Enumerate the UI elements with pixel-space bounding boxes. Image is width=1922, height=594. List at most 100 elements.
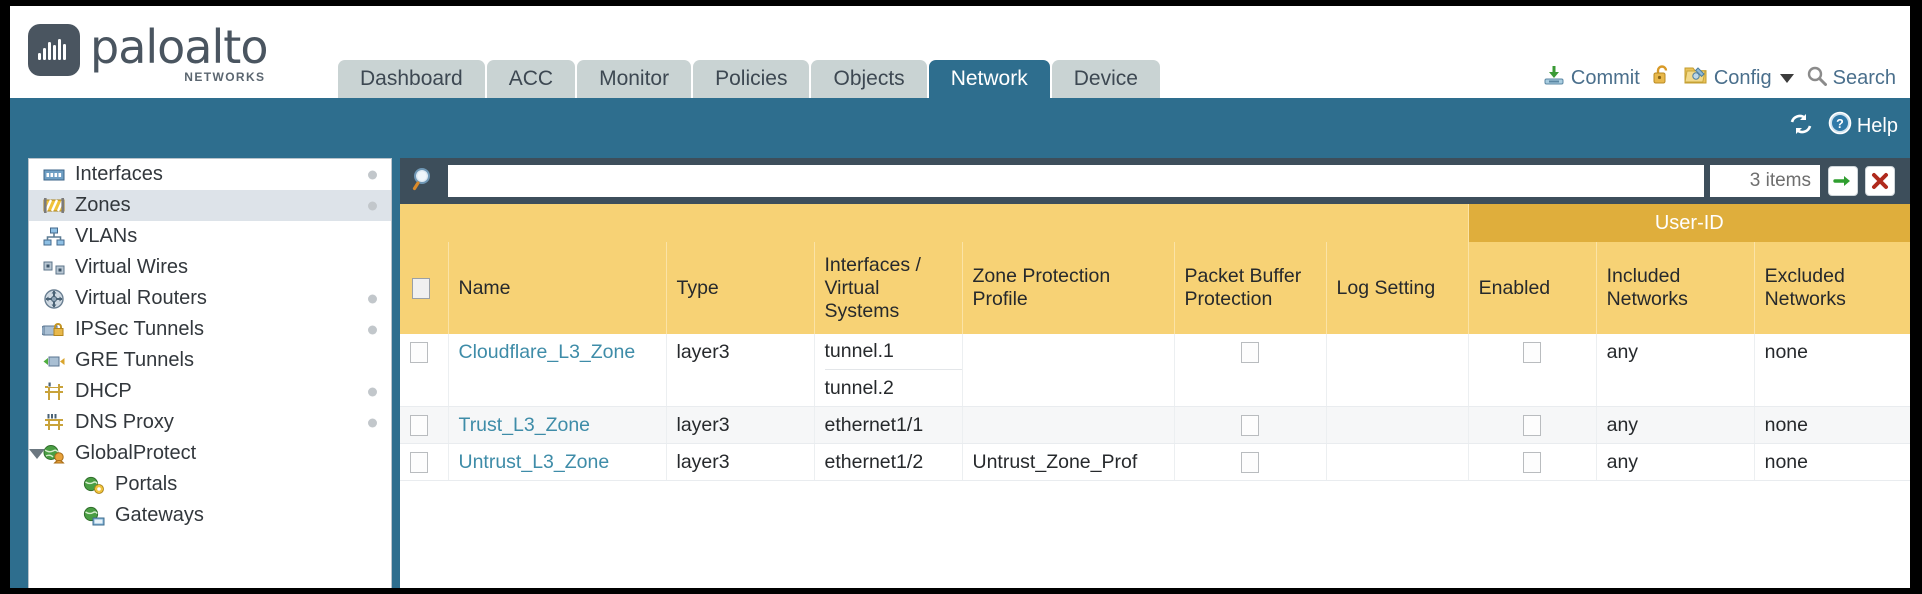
- column-header-log: Log Setting: [1326, 242, 1469, 334]
- items-count-label: 3 items: [1710, 165, 1820, 197]
- packet-buffer-protection-checkbox[interactable]: [1241, 414, 1259, 436]
- expander-triangle-icon[interactable]: [29, 448, 45, 459]
- tab-policies[interactable]: Policies: [693, 60, 810, 98]
- config-wrench-icon: [1684, 64, 1708, 92]
- sidebar-item-label: VLANs: [75, 225, 138, 247]
- row-select-checkbox[interactable]: [410, 342, 428, 364]
- row-interfaces-cell: tunnel.1 tunnel.2: [814, 334, 963, 407]
- portals-icon: [81, 474, 107, 496]
- select-all-checkbox[interactable]: [412, 277, 430, 299]
- packet-buffer-protection-checkbox[interactable]: [1241, 451, 1259, 473]
- interface-entry: ethernet1/1: [824, 413, 924, 436]
- sidebar-item-zones[interactable]: Zones: [29, 190, 391, 221]
- sidebar-item-dhcp[interactable]: DHCP: [29, 376, 391, 407]
- sidebar-item-label: DNS Proxy: [75, 411, 174, 433]
- interface-entry: tunnel.1: [824, 334, 962, 370]
- sidebar-item-virtual-wires[interactable]: Virtual Wires: [29, 252, 391, 283]
- row-log-setting-cell: [1326, 443, 1469, 481]
- search-button[interactable]: Search: [1806, 65, 1896, 92]
- zones-icon: [41, 195, 67, 217]
- sidebar-item-vlans[interactable]: VLANs: [29, 221, 391, 252]
- help-question-icon: ?: [1828, 111, 1852, 141]
- commit-button[interactable]: Commit: [1543, 64, 1640, 92]
- row-log-setting-cell: [1326, 334, 1469, 407]
- unlock-padlock-button[interactable]: [1652, 64, 1672, 92]
- sidebar-item-gre-tunnels[interactable]: GRE Tunnels: [29, 345, 391, 376]
- sidebar-item-indicator-dot: [368, 325, 377, 334]
- zone-name-link[interactable]: Untrust_L3_Zone: [458, 450, 610, 473]
- apply-filter-button[interactable]: [1828, 166, 1858, 196]
- sidebar-item-dns-proxy[interactable]: DNS Proxy: [29, 407, 391, 438]
- clear-filter-button[interactable]: [1865, 166, 1895, 196]
- sidebar-item-virtual-routers[interactable]: Virtual Routers: [29, 283, 391, 314]
- config-menu-button[interactable]: Config: [1684, 64, 1794, 92]
- row-select-checkbox[interactable]: [410, 414, 428, 436]
- userid-enabled-checkbox[interactable]: [1523, 451, 1542, 473]
- commit-label: Commit: [1570, 66, 1640, 89]
- brand-logo: paloalto NETWORKS: [28, 20, 268, 84]
- config-label: Config: [1713, 66, 1772, 89]
- refresh-icon[interactable]: [1788, 112, 1814, 141]
- row-type-cell: layer3: [666, 334, 815, 407]
- row-name-cell: Trust_L3_Zone: [448, 406, 667, 444]
- sidebar-item-label: Virtual Wires: [75, 256, 188, 278]
- tab-acc[interactable]: ACC: [486, 60, 576, 98]
- sidebar-item-indicator-dot: [368, 294, 377, 303]
- tab-dashboard[interactable]: Dashboard: [338, 60, 485, 98]
- row-zone-protection-profile-cell: [962, 406, 1175, 444]
- row-zone-protection-profile-cell: Untrust_Zone_Prof: [962, 443, 1175, 481]
- userid-enabled-checkbox[interactable]: [1523, 342, 1542, 364]
- sidebar-item-portals[interactable]: Portals: [29, 469, 391, 500]
- chevron-down-icon[interactable]: [1779, 73, 1794, 83]
- ipsec-tunnels-icon: [41, 319, 67, 341]
- vlans-icon: [41, 226, 67, 248]
- sidebar-item-label: GlobalProtect: [75, 442, 197, 464]
- userid-enabled-checkbox[interactable]: [1523, 414, 1542, 436]
- sidebar-item-label: DHCP: [75, 380, 132, 402]
- zone-name-link[interactable]: Trust_L3_Zone: [458, 413, 591, 436]
- globalprotect-icon: [41, 443, 67, 465]
- sidebar-item-label: IPSec Tunnels: [75, 318, 204, 340]
- row-type-cell: layer3: [666, 406, 815, 444]
- sidebar-item-interfaces[interactable]: Interfaces: [29, 159, 391, 190]
- row-packet-buffer-protection-cell: [1174, 406, 1327, 444]
- brand-wordmark: paloalto: [90, 20, 268, 74]
- sidebar-item-globalprotect[interactable]: GlobalProtect: [29, 438, 391, 469]
- search-filter-icon[interactable]: [410, 165, 438, 198]
- sidebar-item-ipsec-tunnels[interactable]: IPSec Tunnels: [29, 314, 391, 345]
- row-included-networks-cell: any: [1596, 334, 1755, 407]
- sidebar-item-indicator-dot: [368, 170, 377, 179]
- packet-buffer-protection-checkbox[interactable]: [1241, 342, 1259, 364]
- search-input[interactable]: [448, 165, 1704, 197]
- zone-name-link[interactable]: Cloudflare_L3_Zone: [458, 341, 636, 363]
- sidebar-item-label: Gateways: [115, 504, 204, 526]
- header-actions: Commit: [1543, 64, 1896, 92]
- row-select-cell: [400, 334, 449, 407]
- interface-entry: tunnel.2: [824, 376, 894, 399]
- row-interfaces-cell: ethernet1/2: [814, 443, 963, 481]
- waveform-logo-icon: [28, 24, 80, 76]
- group-header-row: User-ID: [400, 204, 1910, 242]
- column-header-interfaces: Interfaces / Virtual Systems: [814, 242, 963, 334]
- tab-objects[interactable]: Objects: [811, 60, 927, 98]
- brand-subtext: NETWORKS: [184, 70, 266, 84]
- row-log-setting-cell: [1326, 406, 1469, 444]
- tab-monitor[interactable]: Monitor: [577, 60, 692, 98]
- help-button[interactable]: ? Help: [1828, 111, 1898, 141]
- row-select-checkbox[interactable]: [410, 451, 428, 473]
- sidebar-item-gateways[interactable]: Gateways: [29, 500, 391, 531]
- column-header-pbp: Packet Buffer Protection: [1174, 242, 1327, 334]
- column-header-enabled: Enabled: [1468, 242, 1597, 334]
- row-excluded-networks-cell: none: [1754, 406, 1910, 444]
- tab-network[interactable]: Network: [928, 60, 1050, 98]
- tab-device[interactable]: Device: [1051, 60, 1160, 98]
- table-search-strip: 3 items: [400, 158, 1910, 204]
